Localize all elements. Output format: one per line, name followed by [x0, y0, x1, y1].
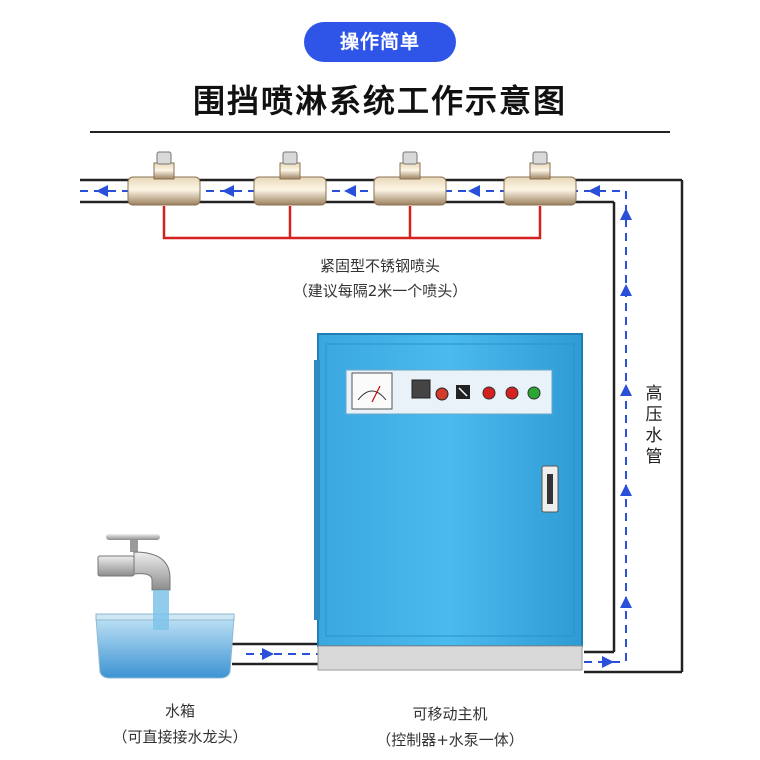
page-title: 围挡喷淋系统工作示意图	[192, 82, 567, 120]
host-label: 可移动主机 （控制器+水泵一体）	[330, 703, 570, 750]
pipe-label-char: 高	[645, 384, 663, 404]
tank-label-note: （可直接接水龙头）	[112, 728, 248, 746]
control-cabinet	[314, 333, 583, 671]
tank-label-title: 水箱	[164, 702, 195, 720]
nozzle-connector	[162, 206, 542, 240]
high-pressure-pipe	[612, 180, 684, 672]
host-label-note: （控制器+水泵一体）	[376, 731, 524, 749]
pipe-label: 高 压 水 管	[644, 384, 664, 468]
host-label-title: 可移动主机	[412, 705, 488, 723]
pipe-label-char: 水	[645, 426, 663, 446]
pipe-label-char: 压	[645, 405, 663, 425]
title-divider	[90, 131, 670, 133]
tank-label: 水箱 （可直接接水龙头）	[80, 700, 280, 747]
flow-arrow-icon	[96, 185, 632, 668]
bottom-pipe	[232, 642, 682, 674]
nozzle-label: 紧固型不锈钢喷头 （建议每隔2米一个喷头）	[240, 255, 520, 301]
nozzle-icon	[127, 151, 577, 206]
pipe-label-char: 管	[645, 447, 663, 467]
nozzle-label-note: （建议每隔2米一个喷头）	[292, 282, 468, 300]
nozzle-label-title: 紧固型不锈钢喷头	[319, 257, 440, 275]
feature-badge: 操作简单	[304, 22, 456, 62]
faucet-icon	[97, 534, 171, 630]
